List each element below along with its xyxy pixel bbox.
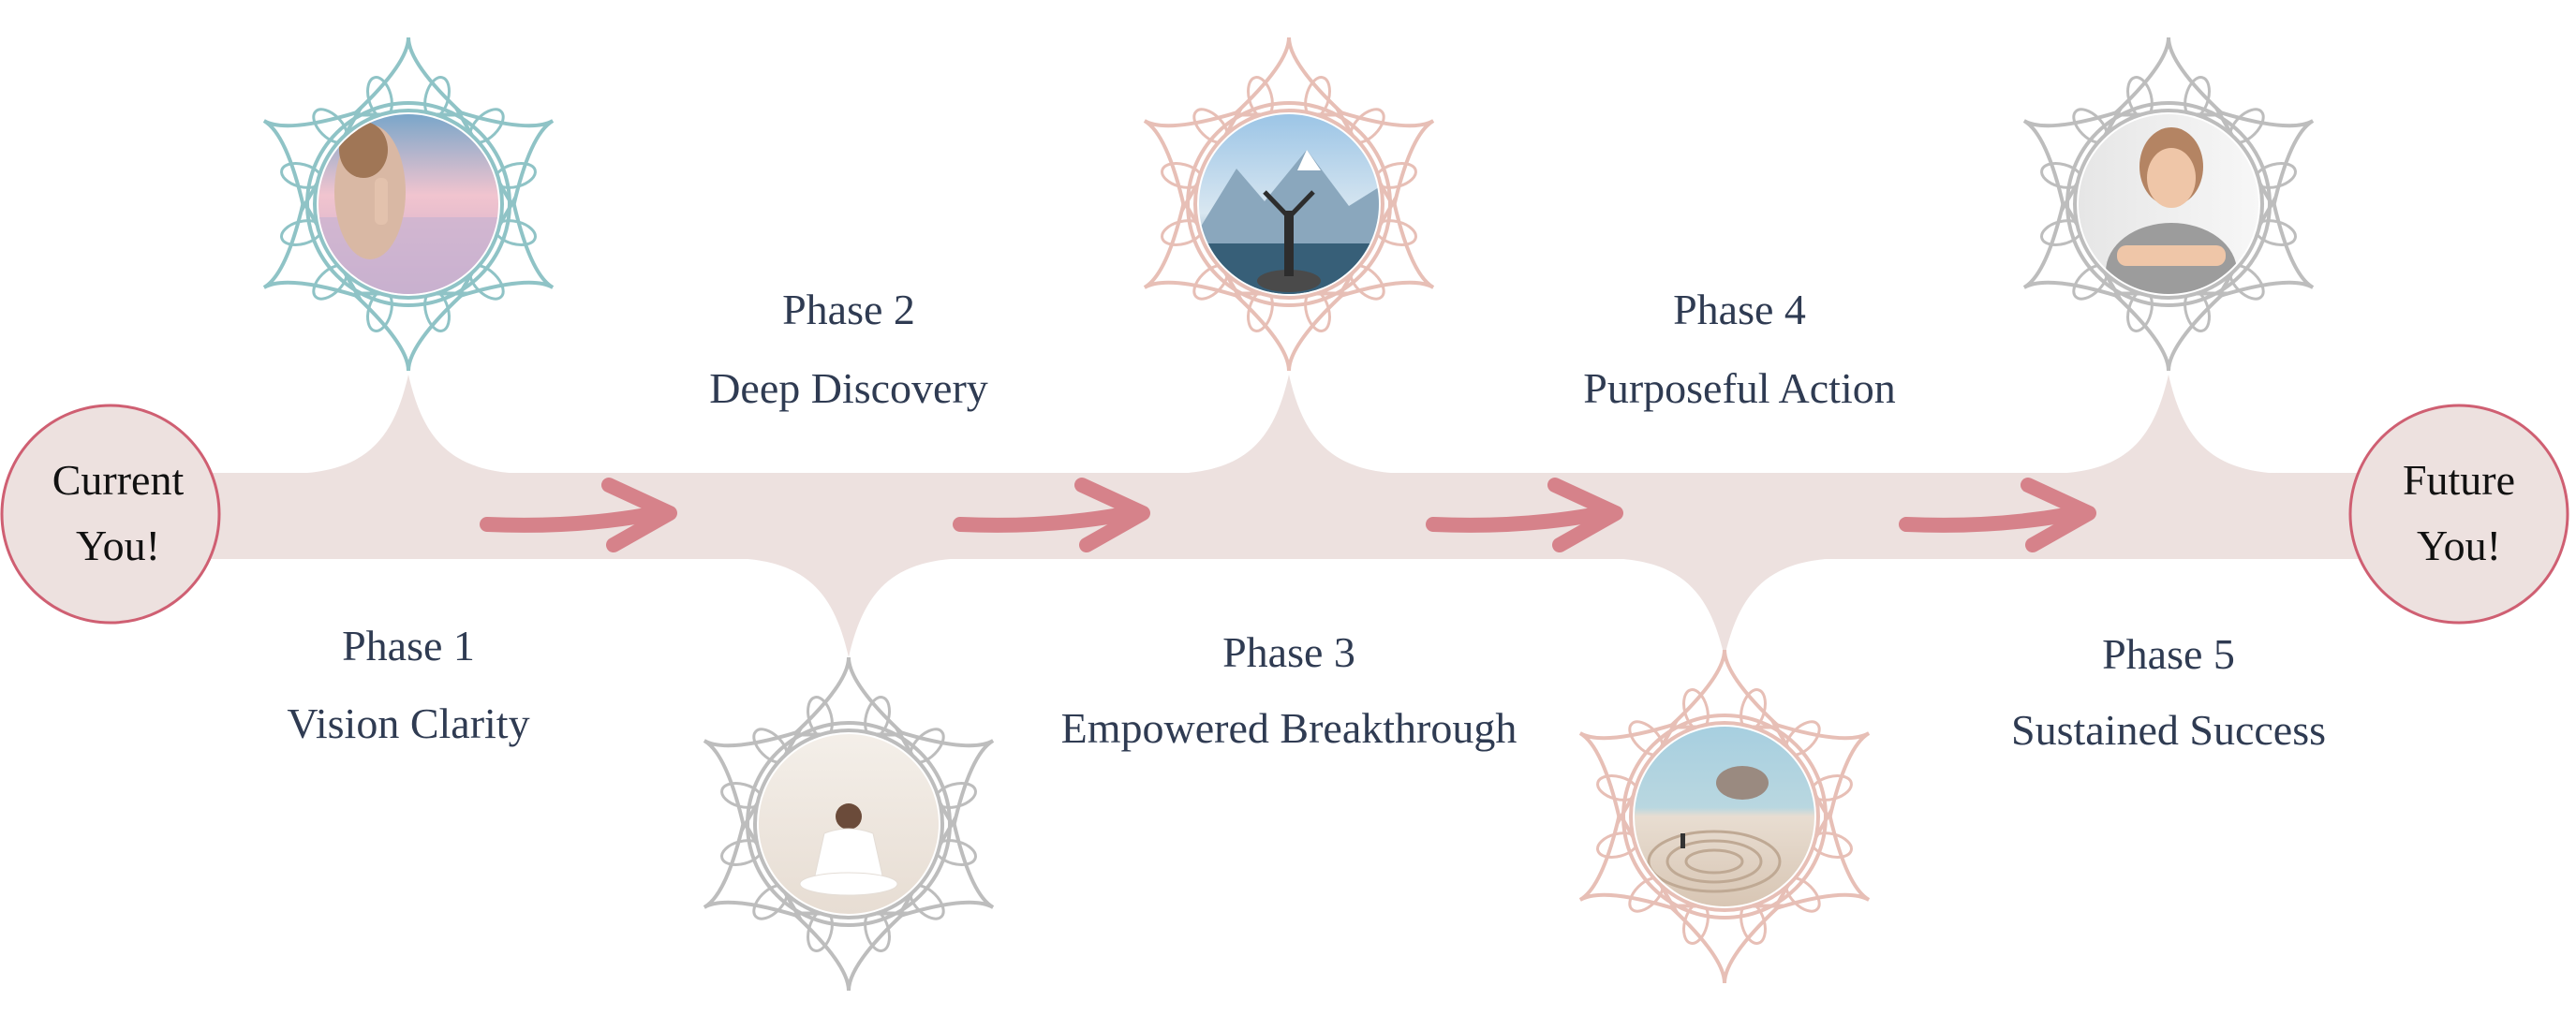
phase-5-number: Phase 5 bbox=[2102, 630, 2235, 678]
arrow-shaft-2 bbox=[953, 508, 1127, 533]
arrow-head-3 bbox=[1547, 478, 1623, 552]
phase-5-name: Sustained Success bbox=[2011, 706, 2326, 754]
phase-2-name: Deep Discovery bbox=[709, 364, 988, 412]
mandala-petal bbox=[789, 656, 909, 737]
mandala-petal bbox=[1229, 37, 1349, 117]
mandala-petal bbox=[348, 37, 468, 117]
phase-3-name: Empowered Breakthrough bbox=[1061, 704, 1517, 752]
junction-up-1 bbox=[286, 375, 531, 474]
phase-label-1: Phase 1 Vision Clarity bbox=[287, 622, 529, 747]
mandala-petal bbox=[789, 911, 909, 992]
phase-label-4: Phase 4 Purposeful Action bbox=[1583, 286, 1895, 412]
junction-up-5 bbox=[2046, 375, 2291, 474]
junction-up-3 bbox=[1166, 375, 1412, 474]
phase-label-2: Phase 2 Deep Discovery bbox=[709, 286, 988, 412]
mandala-petal bbox=[1665, 904, 1784, 984]
mandala-ring bbox=[305, 101, 511, 307]
arrows bbox=[480, 478, 2096, 552]
mandala-ring bbox=[2065, 101, 2272, 307]
timeline-band bbox=[108, 375, 2478, 657]
photo-phase-1 bbox=[318, 114, 498, 294]
arrow-shaft-1 bbox=[480, 508, 654, 533]
end-node-line1: Future bbox=[2403, 456, 2515, 504]
arrow-head-4 bbox=[2021, 478, 2096, 552]
end-node: Future You! bbox=[2348, 404, 2569, 625]
junction-down-2 bbox=[726, 558, 971, 657]
phase-label-3: Phase 3 Empowered Breakthrough bbox=[1061, 628, 1517, 752]
phase-3-number: Phase 3 bbox=[1222, 628, 1355, 676]
mandala-ring bbox=[1186, 101, 1392, 307]
start-node: Current You! bbox=[0, 404, 221, 625]
mandala-ring bbox=[1621, 714, 1828, 920]
end-node-line2: You! bbox=[2417, 522, 2501, 569]
mandala-petal bbox=[1229, 291, 1349, 372]
photo-phase-3 bbox=[1199, 114, 1379, 294]
start-node-line1: Current bbox=[52, 456, 185, 504]
arrow-head-2 bbox=[1074, 478, 1150, 552]
phase-label-5: Phase 5 Sustained Success bbox=[2011, 630, 2326, 754]
mandala-petal bbox=[348, 291, 468, 372]
mandala-petal bbox=[2109, 37, 2228, 117]
mandala-petal bbox=[1665, 649, 1784, 729]
photo-phase-4 bbox=[1635, 727, 1814, 906]
arrow-shaft-4 bbox=[1899, 508, 2073, 533]
start-node-line2: You! bbox=[76, 522, 160, 569]
phase-1-number: Phase 1 bbox=[342, 622, 475, 670]
junction-down-4 bbox=[1602, 558, 1847, 657]
photo-phase-5 bbox=[2079, 114, 2258, 294]
phase-1-name: Vision Clarity bbox=[287, 699, 529, 747]
arrow-head-1 bbox=[601, 478, 677, 552]
phase-4-name: Purposeful Action bbox=[1583, 364, 1895, 412]
photo-phase-2 bbox=[759, 734, 939, 914]
phase-4-number: Phase 4 bbox=[1673, 286, 1806, 333]
arrow-shaft-3 bbox=[1426, 508, 1600, 533]
mandala-petal bbox=[2109, 291, 2228, 372]
phase-2-number: Phase 2 bbox=[782, 286, 915, 333]
mandala-ring bbox=[746, 721, 952, 927]
